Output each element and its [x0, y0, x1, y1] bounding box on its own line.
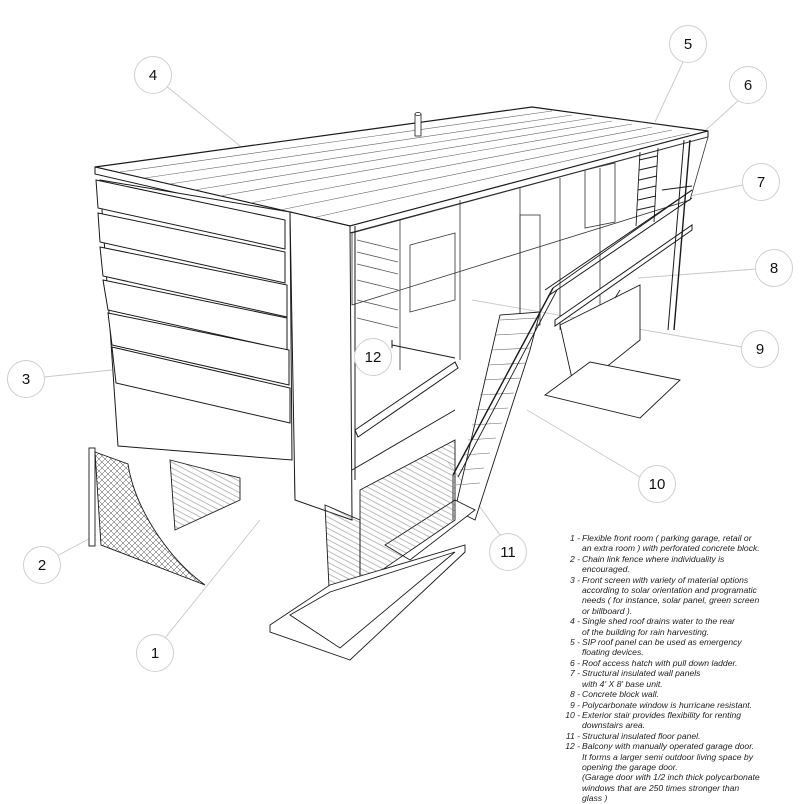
wall-panels	[351, 136, 709, 370]
legend-text: needs ( for instance, solar panel, green…	[582, 595, 760, 606]
legend-number: 3 -	[569, 574, 580, 585]
legend-text: Balcony with manually operated garage do…	[582, 741, 755, 752]
callout-7: 7	[742, 163, 780, 201]
callout-11: 11	[489, 533, 527, 571]
callout-label: 5	[683, 35, 693, 53]
legend-number: 2 -	[569, 553, 580, 564]
legend-number: 5 -	[569, 637, 580, 648]
legend-text: an extra room ) with perforated concrete…	[582, 543, 760, 554]
legend-text: according to solar orientation and progr…	[582, 585, 757, 596]
legend-text: of the building for rain harvesting.	[582, 626, 710, 637]
legend-number: 11 -	[565, 730, 580, 741]
legend-number: 12 -	[565, 741, 580, 752]
legend-item-9: 9 - Polycarbonate window is hurricane re…	[556, 700, 800, 710]
lower-block-piers	[169, 439, 456, 609]
legend-text: or billboard ).	[582, 605, 633, 616]
legend-item-2: 2 - Chain link fence where individuality…	[556, 554, 800, 575]
callout-10: 10	[638, 465, 676, 503]
concrete-block-wall	[543, 284, 681, 419]
front-screen	[95, 179, 353, 521]
legend-text: SIP roof panel can be used as emergency	[582, 637, 742, 648]
callout-label: 10	[648, 475, 666, 493]
legend-number: 9 -	[569, 699, 580, 710]
legend-number: 4 -	[569, 616, 580, 627]
callout-label: 9	[755, 340, 765, 358]
legend-number: 10 -	[565, 709, 580, 720]
legend-text: (Garage door with 1/2 inch thick polycar…	[582, 772, 760, 783]
callout-6: 6	[729, 66, 767, 104]
callout-label: 2	[37, 556, 47, 574]
callout-label: 12	[364, 348, 382, 366]
callout-12: 12	[354, 338, 392, 376]
legend-text: Flexible front room ( parking garage, re…	[582, 533, 752, 543]
callout-label: 6	[743, 76, 753, 94]
legend-text: Chain link fence where individuality is	[582, 553, 725, 564]
legend-text: downstairs area.	[582, 720, 646, 731]
legend-item-8: 8 - Concrete block wall.	[556, 689, 800, 699]
legend-number: 8 -	[569, 689, 580, 700]
legend-text: Roof access hatch with pull down ladder.	[582, 657, 738, 668]
legend-item-12: 12 - Balcony with manually operated gara…	[556, 741, 800, 803]
legend-text: It forms a larger semi outdoor living sp…	[582, 751, 753, 762]
callout-label: 7	[756, 173, 766, 191]
legend-item-5: 5 - SIP roof panel can be used as emerge…	[556, 637, 800, 658]
legend-item-6: 6 - Roof access hatch with pull down lad…	[556, 658, 800, 668]
legend-number: 7 -	[569, 668, 580, 679]
legend-text: glass )	[582, 793, 608, 804]
legend: 1 - Flexible front room ( parking garage…	[556, 533, 800, 804]
callout-4: 4	[134, 56, 172, 94]
legend-item-1: 1 - Flexible front room ( parking garage…	[556, 533, 800, 554]
roof-hatch-ladder	[635, 147, 659, 227]
callout-1: 1	[136, 634, 174, 672]
legend-item-4: 4 - Single shed roof drains water to the…	[556, 616, 800, 637]
callout-2: 2	[23, 546, 61, 584]
legend-text: Structural insulated floor panel.	[582, 730, 701, 741]
legend-text: Polycarbonate window is hurricane resist…	[582, 699, 753, 710]
legend-number: 6 -	[569, 657, 580, 668]
legend-text: Structural insulated wall panels	[582, 668, 701, 679]
balcony-12	[351, 226, 459, 480]
legend-text: floating devices.	[582, 647, 644, 658]
legend-text: Concrete block wall.	[582, 689, 659, 700]
legend-text: with 4' X 8' base unit.	[582, 678, 663, 689]
footing-pad	[269, 544, 466, 661]
callout-label: 8	[769, 259, 779, 277]
callout-8: 8	[755, 249, 793, 287]
callout-label: 3	[21, 370, 31, 388]
callout-label: 11	[500, 543, 516, 561]
legend-text: windows that are 250 times stronger than	[582, 782, 740, 793]
callout-9: 9	[741, 330, 779, 368]
legend-item-3: 3 - Front screen with variety of materia…	[556, 575, 800, 617]
callout-label: 1	[150, 644, 160, 662]
legend-item-10: 10 - Exterior stair provides flexibility…	[556, 710, 800, 731]
chain-link-fence	[88, 447, 206, 586]
legend-text: encouraged.	[582, 564, 630, 575]
legend-text: Exterior stair provides flexibility for …	[582, 709, 742, 720]
axonometric-house-drawing	[43, 61, 757, 661]
legend-item-11: 11 - Structural insulated floor panel.	[556, 731, 800, 741]
upper-balcony	[544, 139, 693, 331]
legend-text: Front screen with variety of material op…	[582, 574, 749, 585]
legend-text: opening the garage door.	[582, 761, 678, 772]
callout-5: 5	[669, 25, 707, 63]
legend-number: 1 -	[569, 533, 580, 543]
callout-3: 3	[7, 360, 45, 398]
legend-text: Single shed roof drains water to the rea…	[582, 616, 735, 627]
callout-label: 4	[148, 66, 158, 84]
